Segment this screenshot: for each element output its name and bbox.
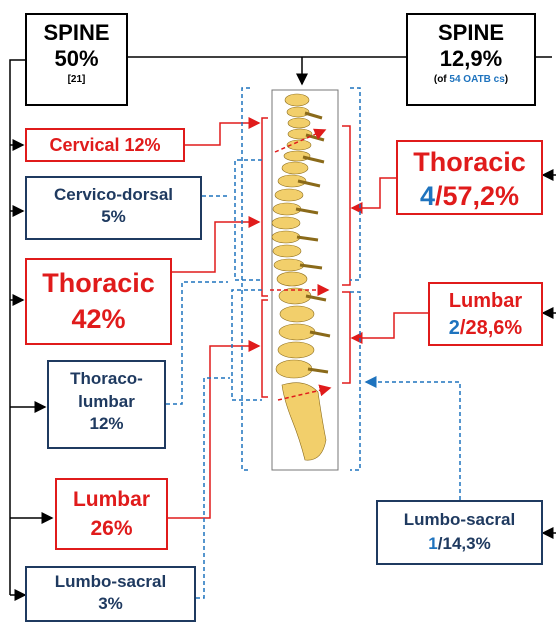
region-label: Thoracic [27, 269, 170, 299]
region-label-cont: lumbar [49, 393, 164, 412]
spine-illustration [272, 94, 330, 460]
region-label: Lumbar [57, 488, 166, 511]
note-prefix: (of [434, 74, 450, 85]
region-label: Lumbo-sacral [378, 511, 541, 530]
region-value: 2/28,6% [430, 317, 541, 339]
region-percent: 26% [57, 517, 166, 540]
region-count: 1 [428, 534, 437, 553]
region-label: Cervico-dorsal [27, 186, 200, 205]
region-label: Thoraco- [49, 370, 164, 389]
region-cervical: Cervical 12% [25, 128, 185, 162]
reference: [21] [27, 74, 126, 85]
region-cervico-dorsal: Cervico-dorsal 5% [25, 176, 202, 240]
region-percent: 42% [27, 305, 170, 335]
region-label: Lumbo-sacral [27, 573, 194, 592]
note-suffix: ) [505, 74, 508, 85]
oatb-region-thoracic: Thoracic 4/57,2% [396, 140, 543, 215]
region-label: Thoracic [398, 148, 541, 178]
region-count: 4 [420, 181, 435, 211]
spine-total-box: SPINE 50% [21] [25, 13, 128, 106]
region-value: 4/57,2% [398, 182, 541, 212]
region-label: Cervical 12% [49, 135, 160, 155]
oatb-region-lumbo-sacral: Lumbo-sacral 1/14,3% [376, 500, 543, 565]
oatb-region-lumbar: Lumbar 2/28,6% [428, 282, 543, 346]
region-percent: 3% [27, 595, 194, 614]
region-thoracic: Thoracic 42% [25, 258, 172, 345]
region-thoraco-lumbar: Thoraco- lumbar 12% [47, 360, 166, 449]
region-value: 1/14,3% [378, 535, 541, 554]
region-percent: /28,6% [460, 317, 522, 339]
region-lumbar: Lumbar 26% [55, 478, 168, 550]
region-percent: /14,3% [438, 534, 491, 553]
oatb-spine-box: SPINE 12,9% (of 54 OATB cs) [406, 13, 536, 106]
region-label: Lumbar [430, 290, 541, 312]
region-lumbo-sacral: Lumbo-sacral 3% [25, 566, 196, 622]
region-count: 2 [449, 317, 460, 339]
spine-percent: 12,9% [408, 47, 534, 71]
spine-title: SPINE [27, 21, 126, 45]
region-percent: 12% [49, 415, 164, 434]
region-percent: /57,2% [435, 181, 519, 211]
region-percent: 5% [27, 208, 200, 227]
spine-percent: 50% [27, 47, 126, 71]
case-note: (of 54 OATB cs) [408, 74, 534, 85]
case-count: 54 OATB cs [449, 74, 504, 85]
spine-title: SPINE [408, 21, 534, 45]
